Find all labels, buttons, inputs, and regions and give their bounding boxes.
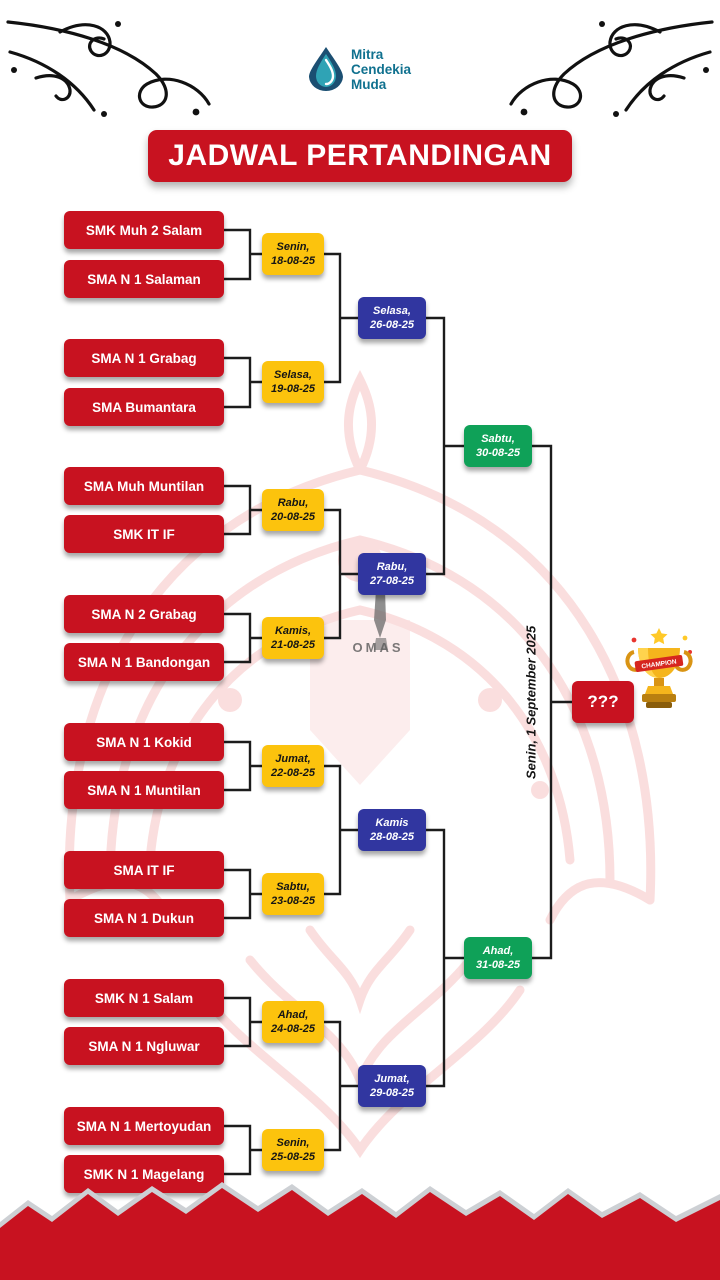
team-box-r1m5-a: SMA N 1 Kokid [64,723,224,761]
torn-edge-decoration [0,1182,720,1280]
match-date-qf2: Rabu,27-08-25 [358,553,426,595]
svg-text:CHAMPION: CHAMPION [641,659,677,671]
team-box-r1m1-b: SMA N 1 Salaman [64,260,224,298]
match-date-r1m2: Selasa,19-08-25 [262,361,324,403]
champion-box: ??? [572,681,634,723]
logo-line-1: Mitra [350,46,384,62]
team-box-r1m1-a: SMK Muh 2 Salam [64,211,224,249]
logo-text: Mitra Cendekia Muda [351,47,411,92]
corner-flourish-icon [6,20,211,117]
match-date-qf1: Selasa,26-08-25 [358,297,426,339]
team-box-r1m7-a: SMK N 1 Salam [64,979,224,1017]
logo-drop-icon [308,47,343,92]
team-box-r1m4-b: SMA N 1 Bandongan [64,643,224,681]
match-date-qf4: Jumat,29-08-25 [358,1065,426,1107]
team-box-r1m3-a: SMA Muh Muntilan [64,467,224,505]
team-box-r1m4-a: SMA N 2 Grabag [64,595,224,633]
team-box-r1m2-b: SMA Bumantara [64,388,224,426]
team-box-r1m5-b: SMA N 1 Muntilan [64,771,224,809]
match-date-r1m5: Jumat,22-08-25 [262,745,324,787]
logo: Mitra Cendekia Muda [0,46,720,92]
match-date-r1m4: Kamis,21-08-25 [262,617,324,659]
team-box-r1m7-b: SMA N 1 Ngluwar [64,1027,224,1065]
final-date-label: Senin, 1 September 2025 [523,625,539,779]
team-box-r1m8-a: SMA N 1 Mertoyudan [64,1107,224,1145]
team-box-r1m3-b: SMK IT IF [64,515,224,553]
watermark-text: OMAS [352,640,404,655]
match-date-r1m7: Ahad,24-08-25 [262,1001,324,1043]
match-date-r1m8: Senin,25-08-25 [262,1129,324,1171]
match-date-r1m6: Sabtu,23-08-25 [262,873,324,915]
team-box-r1m2-a: SMA N 1 Grabag [64,339,224,377]
trophy-icon: CHAMPION [625,628,693,708]
logo-line-2: Cendekia [350,61,412,77]
team-box-r1m8-b: SMK N 1 Magelang [64,1155,224,1193]
match-date-r1m3: Rabu,20-08-25 [262,489,324,531]
team-box-r1m6-b: SMA N 1 Dukun [64,899,224,937]
logo-line-3: Muda [350,76,387,92]
match-date-sf1: Sabtu,30-08-25 [464,425,532,467]
match-date-sf2: Ahad,31-08-25 [464,937,532,979]
match-date-r1m1: Senin,18-08-25 [262,233,324,275]
team-box-r1m6-a: SMA IT IF [64,851,224,889]
corner-flourish-icon [509,20,714,117]
page-title: JADWAL PERTANDINGAN [148,130,572,182]
